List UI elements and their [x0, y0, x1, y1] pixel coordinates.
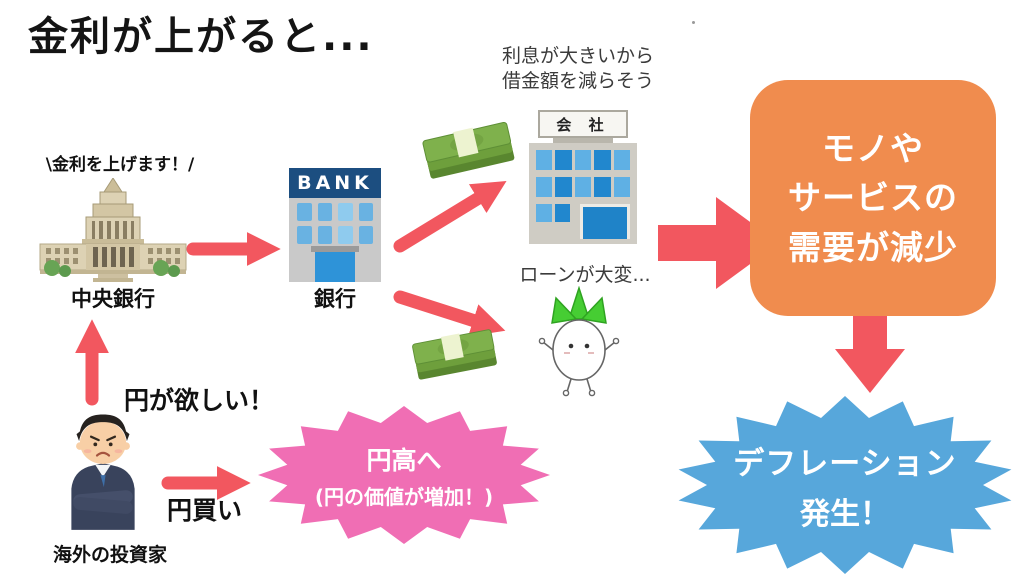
investor-speech: 円が欲しい！ — [124, 386, 275, 415]
bank-body — [289, 198, 381, 282]
arrow-demand-to-deflation — [835, 315, 905, 393]
company-sign: 会 社 — [538, 110, 628, 138]
central-bank-speech: \金利を上げます！/ — [45, 155, 195, 175]
yen-burst-text: 円高へ (円の価値が増加！) — [314, 445, 494, 509]
yen-burst-shape — [258, 406, 550, 544]
company-sign-post — [553, 138, 613, 143]
stray-dot — [692, 21, 695, 24]
company-icon: 会 社 — [529, 110, 637, 244]
bank-label: 銀行 — [314, 287, 356, 311]
page-title: 金利が上がると... — [28, 14, 374, 60]
arrow-bank-to-company — [393, 181, 507, 253]
deflation-burst-shape — [678, 396, 1012, 574]
bank-sign: BANK — [289, 168, 381, 198]
deflation-burst-text: デフレーション 発生！ — [733, 445, 957, 532]
borrower-thought: ローンが大変... — [519, 264, 651, 286]
arrow-bank-to-borrower — [393, 290, 506, 337]
deflation-burst: デフレーション 発生！ — [674, 394, 1016, 576]
investor-action-label: 円買い — [167, 496, 243, 525]
money-icon-lower — [412, 329, 497, 380]
turnip-character-icon — [538, 286, 620, 397]
investor-icon — [71, 414, 135, 530]
bank-door-lintel — [311, 246, 359, 252]
bank-icon: BANK — [289, 168, 381, 282]
bank-door — [315, 252, 355, 282]
investor-label: 海外の投資家 — [52, 544, 167, 566]
money-icon-upper — [422, 121, 515, 179]
demand-decrease-box: モノや サービスの 需要が減少 — [750, 80, 996, 316]
central-bank-label: 中央銀行 — [71, 287, 155, 311]
company-thought: 利息が大きいから 借金額を減らそう — [501, 45, 654, 92]
central-bank-icon — [39, 178, 187, 282]
company-door — [580, 204, 630, 239]
yen-appreciation-burst: 円高へ (円の価値が増加！) — [256, 404, 552, 546]
company-body — [529, 143, 637, 244]
